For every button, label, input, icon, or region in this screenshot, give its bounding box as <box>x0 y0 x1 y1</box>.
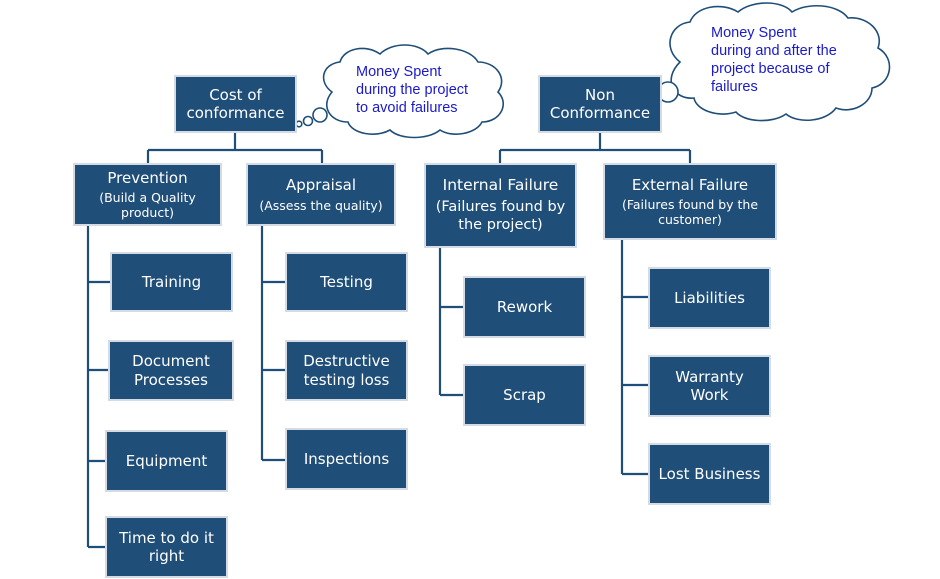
leaf-document-processes: Document Processes <box>108 340 234 401</box>
leaf-label: Scrap <box>503 385 546 404</box>
cost-of-conformance-box: Cost of conformance <box>174 75 297 133</box>
prevention-title: Prevention <box>107 168 188 187</box>
appraisal-title: Appraisal <box>285 176 356 195</box>
nonconformance-note: Money Spent during and after the project… <box>711 25 837 95</box>
leaf-label: Inspections <box>303 449 390 468</box>
leaf-label: Training <box>141 272 202 291</box>
prevention-box: Prevention (Build a Quality product) <box>73 163 222 226</box>
leaf-label: Lost Business <box>658 464 761 483</box>
leaf-label: Warranty Work <box>675 367 744 404</box>
external-failure-title: External Failure <box>631 175 749 194</box>
leaf-rework: Rework <box>463 276 586 338</box>
leaf-warranty-work: Warranty Work <box>648 355 771 417</box>
cost-of-conformance-title: Cost of conformance <box>186 85 285 122</box>
conformance-note: Money Spent during the project to avoid … <box>356 64 469 116</box>
cloud-right-icon <box>637 2 891 122</box>
leaf-label: Destructive testing loss <box>303 352 390 389</box>
non-conformance-title: Non Conformance <box>549 85 651 122</box>
leaf-lost-business: Lost Business <box>648 443 771 505</box>
leaf-label: Liabilities <box>674 288 745 307</box>
leaf-label: Rework <box>496 297 553 316</box>
non-conformance-box: Non Conformance <box>538 75 662 133</box>
leaf-destructive-testing-loss: Destructive testing loss <box>285 340 408 401</box>
leaf-time-to-do-it-right: Time to do it right <box>105 516 228 578</box>
external-failure-subtitle: (Failures found by the customer) <box>621 196 759 228</box>
leaf-training: Training <box>110 252 233 312</box>
cloud-left-icon <box>295 44 504 139</box>
leaf-label: Document Processes <box>132 352 210 389</box>
appraisal-box: Appraisal (Assess the quality) <box>246 163 396 226</box>
leaf-inspections: Inspections <box>285 428 408 490</box>
leaf-liabilities: Liabilities <box>648 267 771 329</box>
leaf-testing: Testing <box>285 252 408 312</box>
internal-failure-subtitle: (Failures found by the project) <box>435 199 566 233</box>
leaf-label: Equipment <box>125 451 208 470</box>
internal-failure-title: Internal Failure <box>442 176 559 195</box>
leaf-label: Testing <box>320 272 373 291</box>
appraisal-subtitle: (Assess the quality) <box>259 197 383 213</box>
internal-failure-box: Internal Failure (Failures found by the … <box>424 163 577 248</box>
leaf-scrap: Scrap <box>463 364 586 426</box>
external-failure-box: External Failure (Failures found by the … <box>603 163 777 240</box>
leaf-label: Time to do it right <box>119 528 214 565</box>
leaf-equipment: Equipment <box>105 430 228 492</box>
prevention-subtitle: (Build a Quality product) <box>99 189 196 221</box>
